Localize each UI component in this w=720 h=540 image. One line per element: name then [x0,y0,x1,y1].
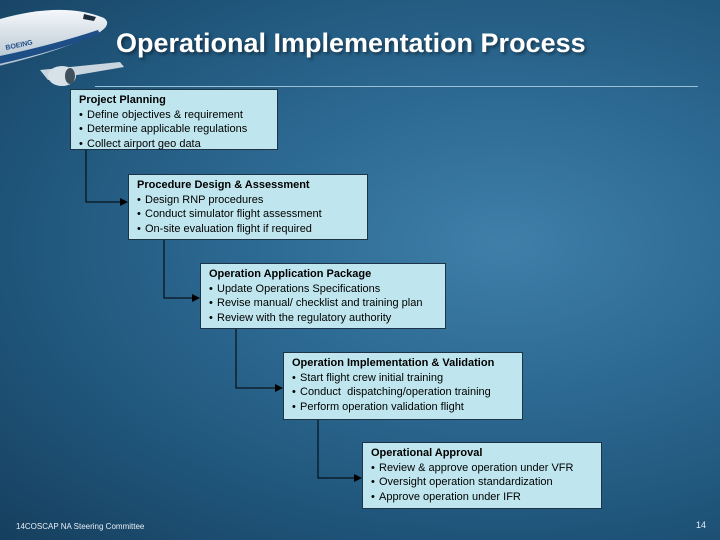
step-item: Define objectives & requirement [79,108,273,123]
footer-text: 14COSCAP NA Steering Committee [16,522,145,531]
step-list: Update Operations Specifications Revise … [209,282,441,326]
step-title: Operation Implementation & Validation [292,357,495,369]
connector-arrow-2 [163,240,200,302]
step-title: Operation Application Package [209,268,372,280]
step-item: Review with the regulatory authority [209,311,441,326]
step-item: Conduct simulator flight assessment [137,207,363,222]
step-list: Review & approve operation under VFR Ove… [371,461,597,505]
step-list: Define objectives & requirement Determin… [79,108,273,152]
connector-arrow-4 [317,420,362,482]
step-operation-application: Operation Application Package Update Ope… [200,263,446,329]
title-divider [95,86,698,87]
step-item: Oversight operation standardization [371,475,597,490]
step-implementation-validation: Operation Implementation & Validation St… [283,352,523,420]
step-item: Revise manual/ checklist and training pl… [209,296,441,311]
airplane-icon: BOEING [0,9,124,86]
connector-arrow-1 [85,150,128,206]
step-item: Perform operation validation flight [292,400,518,415]
step-item: Start flight crew initial training [292,371,518,386]
step-item: On-site evaluation flight if required [137,222,363,237]
step-item: Design RNP procedures [137,193,363,208]
step-procedure-design: Procedure Design & Assessment Design RNP… [128,174,368,240]
step-project-planning: Project Planning Define objectives & req… [70,89,278,150]
step-list: Design RNP procedures Conduct simulator … [137,193,363,237]
step-item: Conduct dispatching/operation training [292,385,518,400]
step-operational-approval: Operational Approval Review & approve op… [362,442,602,509]
step-list: Start flight crew initial training Condu… [292,371,518,415]
page-number: 14 [695,520,706,530]
connector-arrow-3 [235,329,283,392]
step-item: Update Operations Specifications [209,282,441,297]
step-item: Collect airport geo data [79,137,273,152]
step-title: Project Planning [79,94,166,106]
step-item: Review & approve operation under VFR [371,461,597,476]
step-item: Determine applicable regulations [79,122,273,137]
step-item: Approve operation under IFR [371,490,597,505]
step-title: Operational Approval [371,447,483,459]
page-title: Operational Implementation Process [116,28,586,58]
step-title: Procedure Design & Assessment [137,179,310,191]
